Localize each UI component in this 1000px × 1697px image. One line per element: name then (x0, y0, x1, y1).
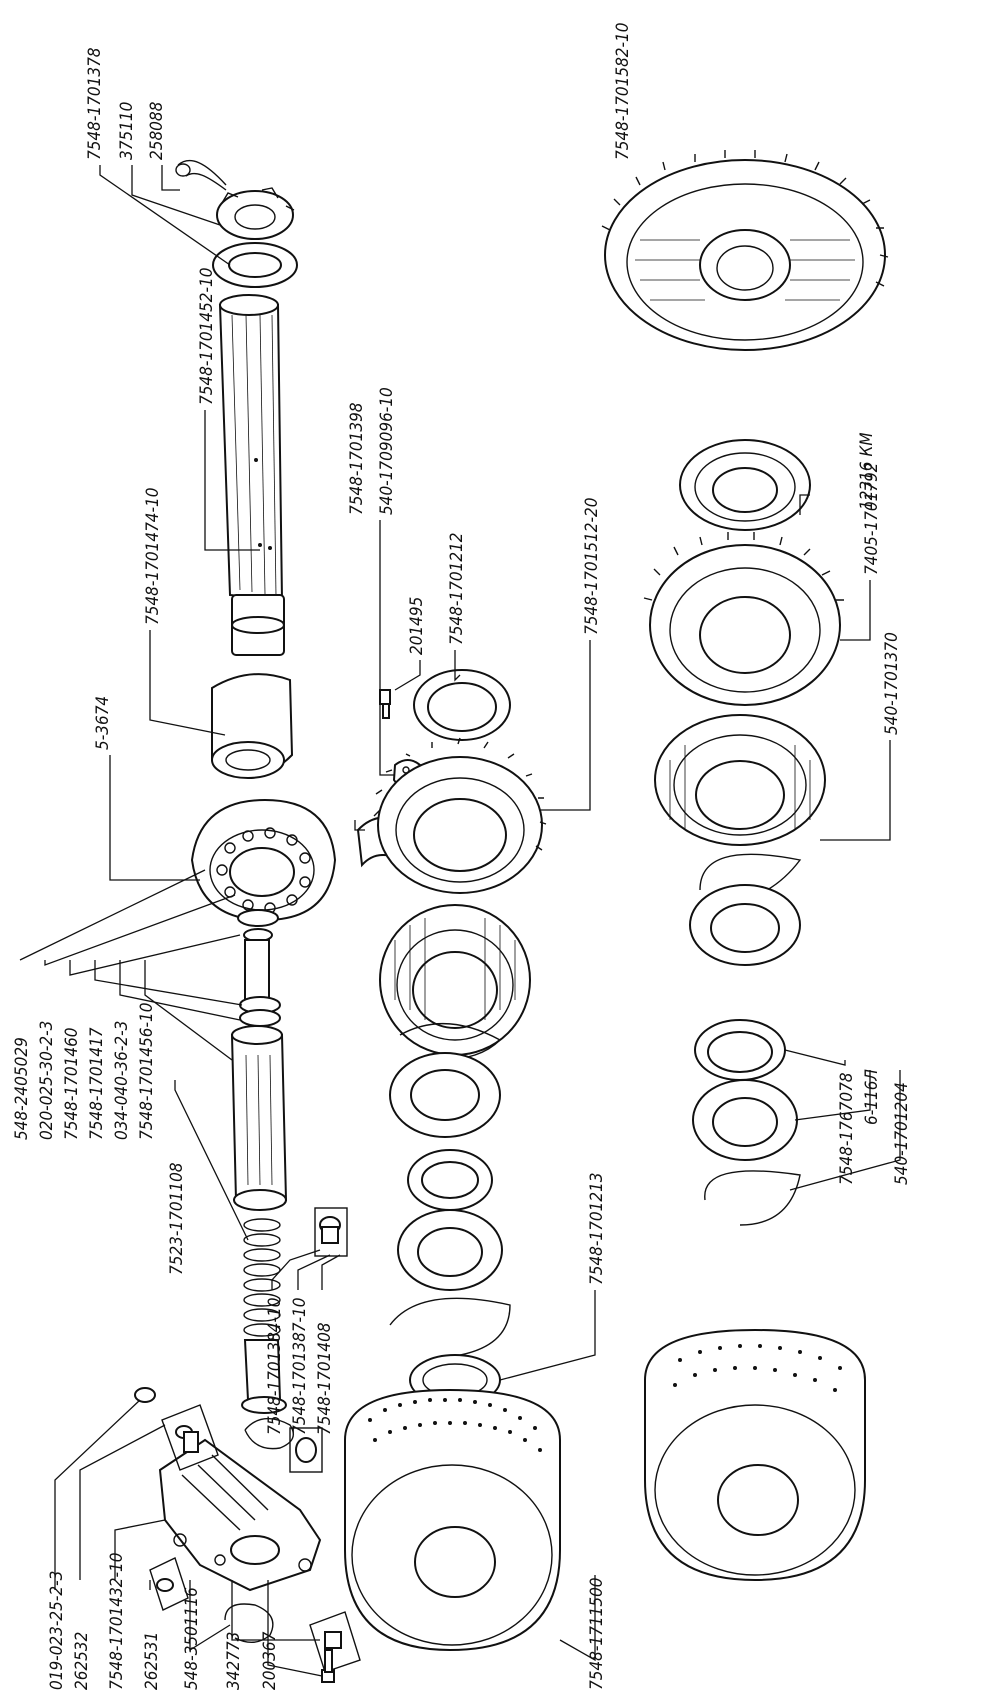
part-number-label: 548-3501116 (182, 1587, 202, 1690)
castle-nut-part (216, 187, 295, 240)
ball-bearing-part-2 (689, 884, 801, 966)
plug-inset-part (289, 1427, 323, 1473)
ball-bearing-part (389, 1052, 501, 1138)
part-number-label: 7523-1701108 (167, 1162, 187, 1275)
roller-bearing-part (190, 798, 337, 922)
driven-gear-part (601, 150, 889, 351)
part-number-label: 7548-1701432-10 (107, 1552, 127, 1690)
part-number-label: 7548-1711500 (587, 1577, 607, 1690)
part-number-label: 5-3674 (93, 696, 113, 750)
part-number-label: 7548-1701456-10 (137, 1002, 157, 1140)
part-number-label: 7548-1701384-10 (265, 1297, 285, 1435)
part-number-label: 7548-1701213 (587, 1172, 607, 1285)
pin-inset-part-2 (149, 1557, 189, 1611)
bolt-part (321, 1649, 335, 1683)
part-number-label: 258088 (147, 101, 167, 160)
part-number-label: 7548-1701408 (315, 1322, 335, 1435)
inner-shaft-assembly-part (230, 909, 288, 1211)
lock-washer-inset-part (309, 1611, 361, 1673)
cap-inset-part (314, 1207, 348, 1257)
synchronizer-hub-part (379, 904, 531, 1056)
bushing-part (211, 673, 294, 779)
clutch-drum-part-2 (644, 1328, 866, 1582)
gear-hub-part (654, 714, 826, 846)
part-number-label: 019-023-25-2-3 (47, 1571, 67, 1690)
shaft-sleeve-part (231, 594, 285, 656)
part-number-label: 540-1701204 (892, 1082, 912, 1185)
coil-spring-part (241, 1218, 287, 1414)
spur-gear-part (373, 737, 547, 894)
bearing-part-2 (397, 1209, 503, 1291)
part-number-label: 540-1709096-10 (377, 387, 397, 515)
cylindrical-roller-bearing-part (679, 439, 811, 531)
part-number-label: 200367 (260, 1631, 280, 1690)
ball-bearing-part-3 (692, 1079, 798, 1161)
part-number-label: 540-1701370 (882, 632, 902, 735)
shift-fork-housing-part (158, 1438, 322, 1592)
part-number-label: 12316 КМ (857, 432, 877, 510)
part-number-label: 7548-1767078 (837, 1072, 857, 1185)
bearing-ring-part (694, 1019, 786, 1081)
snap-ring-part-4 (704, 1170, 801, 1226)
leader-lines (19, 165, 901, 1677)
part-number-label: 548-2405029 (12, 1037, 32, 1140)
part-number-label: 7548-1701212 (447, 532, 467, 645)
splined-shaft-part (218, 294, 284, 602)
part-number-label: 7548-1701460 (62, 1027, 82, 1140)
part-number-label: 7405-1701792 (862, 462, 882, 575)
screw-part (379, 689, 391, 719)
spacer-ring-part (407, 1149, 493, 1211)
pin-inset-part (161, 1404, 219, 1471)
part-number-label: 7548-1701387-10 (290, 1297, 310, 1435)
part-number-label: 6-116Л (862, 1069, 882, 1125)
part-number-label: 262531 (142, 1632, 162, 1690)
snap-ring-part (244, 1417, 294, 1450)
clutch-gear-part (643, 532, 844, 706)
part-number-label: 034-040-36-2-3 (112, 1021, 132, 1140)
washer-part (212, 242, 298, 288)
o-ring-part (134, 1387, 156, 1403)
part-number-label: 7548-1701512-20 (582, 497, 602, 635)
part-number-label: 7548-1701378 (85, 47, 105, 160)
ring-part (413, 669, 511, 741)
part-number-label: 7548-1701582-10 (613, 22, 633, 160)
part-number-label: 342773 (224, 1632, 244, 1690)
part-number-label: 262532 (72, 1632, 92, 1690)
snap-ring-part-2 (389, 1297, 511, 1356)
part-number-label: 7548-1701417 (87, 1027, 107, 1140)
part-number-label: 7548-1701474-10 (143, 487, 163, 625)
part-number-label: 201495 (407, 597, 427, 655)
part-number-label: 020-025-30-2-3 (37, 1021, 57, 1140)
part-number-label: 7548-1701398 (347, 402, 367, 515)
part-number-label: 7548-1701452-10 (197, 267, 217, 405)
cotter-pin-part (175, 159, 227, 191)
part-number-label: 375110 (117, 102, 137, 160)
clutch-drum-part (344, 1388, 561, 1652)
